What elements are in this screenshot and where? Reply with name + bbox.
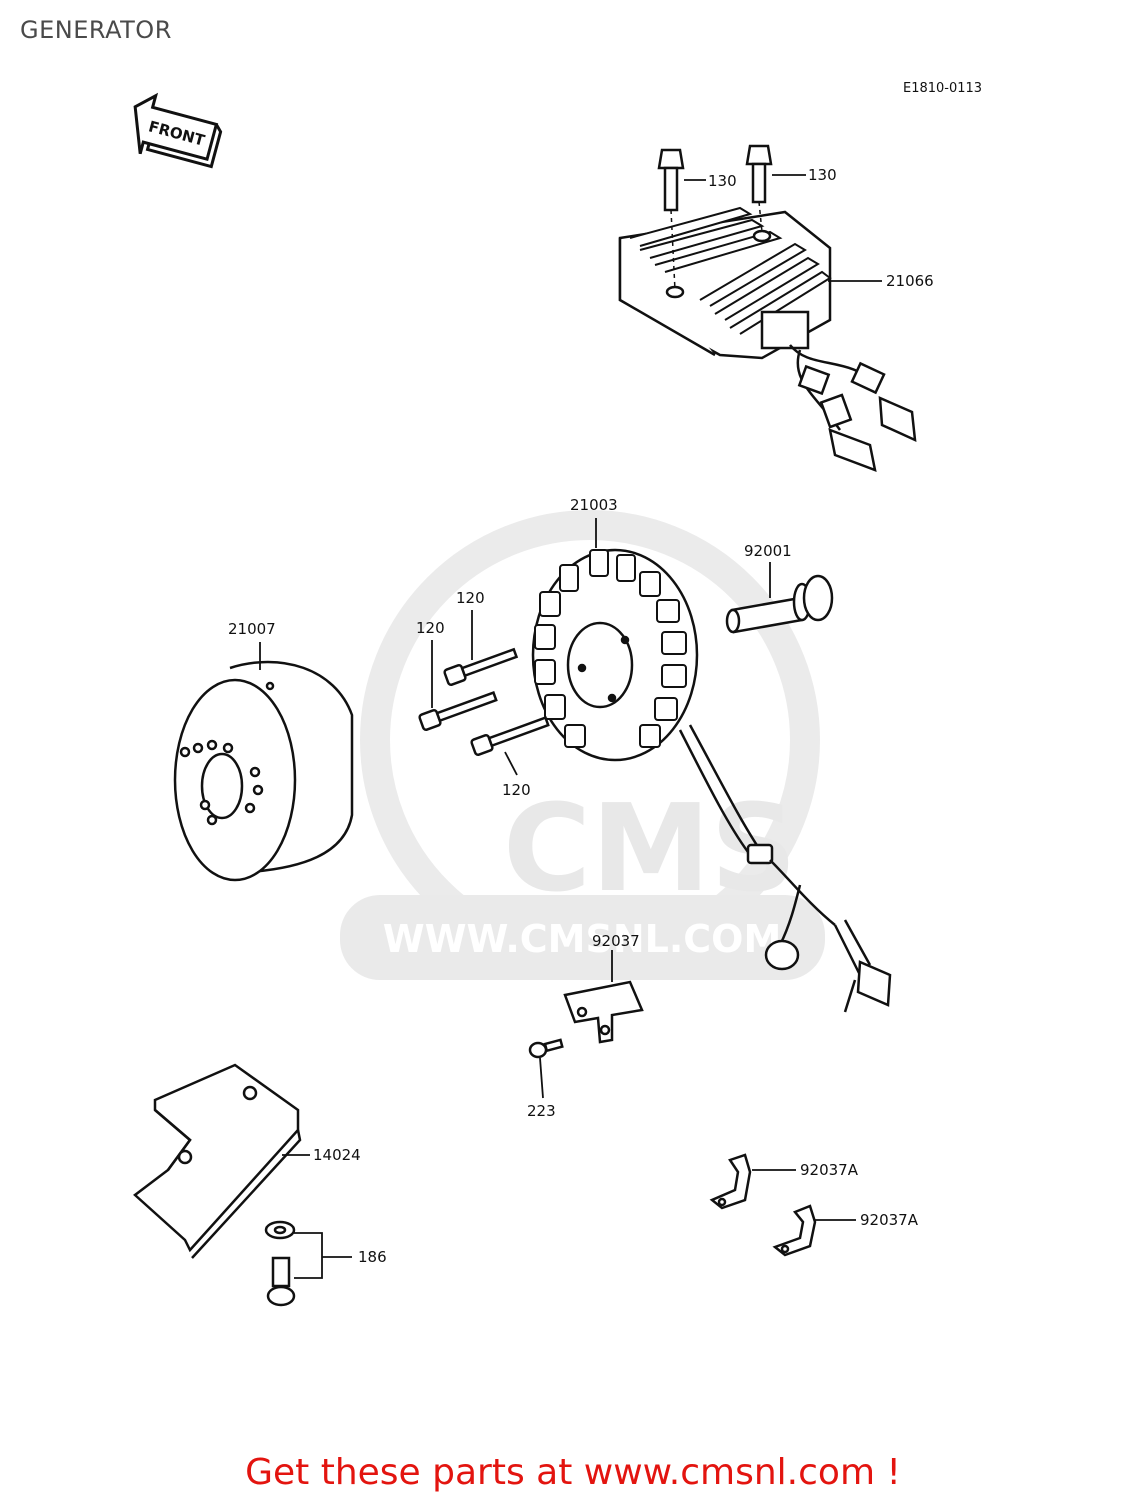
watermark-url: WWW.CMSNL.COM (383, 917, 782, 961)
label-186: 186 (358, 1248, 387, 1266)
diagram-code: E1810-0113 (903, 81, 983, 96)
label-14024: 14024 (313, 1146, 361, 1164)
bolt-130-right-drawing (745, 144, 773, 243)
front-arrow-icon: FRONT (133, 92, 223, 169)
label-120-top: 120 (456, 589, 485, 607)
label-120-mid: 120 (416, 619, 445, 637)
label-21007: 21007 (228, 620, 276, 638)
label-21066: 21066 (886, 272, 934, 290)
bolt-92001-drawing (725, 574, 834, 634)
label-120-bottom: 120 (502, 781, 531, 799)
screw-washer-186-drawing (264, 1220, 296, 1307)
screw-223-drawing (528, 1038, 564, 1059)
regulator-rectifier-drawing (618, 206, 917, 472)
part-labels: 130 130 21066 21003 92001 21007 120 120 … (228, 166, 934, 1266)
label-130-left: 130 (708, 172, 737, 190)
flywheel-rotor-drawing (173, 660, 354, 882)
bolts-120-drawing (418, 647, 550, 757)
clamps-92037A-drawing (709, 1153, 817, 1257)
label-92037A-bottom: 92037A (860, 1211, 919, 1229)
footer-promo-link[interactable]: Get these parts at www.cmsnl.com ! (245, 1452, 901, 1493)
label-92037: 92037 (592, 932, 640, 950)
stator-drawing (531, 548, 892, 1013)
bolt-130-left-drawing (657, 148, 685, 299)
label-223: 223 (527, 1102, 556, 1120)
leader-lines (259, 174, 882, 1279)
page-title: GENERATOR (20, 16, 172, 44)
label-92037A-top: 92037A (800, 1161, 859, 1179)
label-92001: 92001 (744, 542, 792, 560)
label-130-right: 130 (808, 166, 837, 184)
label-21003: 21003 (570, 496, 618, 514)
clamp-92037-drawing (563, 980, 644, 1044)
bracket-14024-drawing (133, 1063, 302, 1259)
